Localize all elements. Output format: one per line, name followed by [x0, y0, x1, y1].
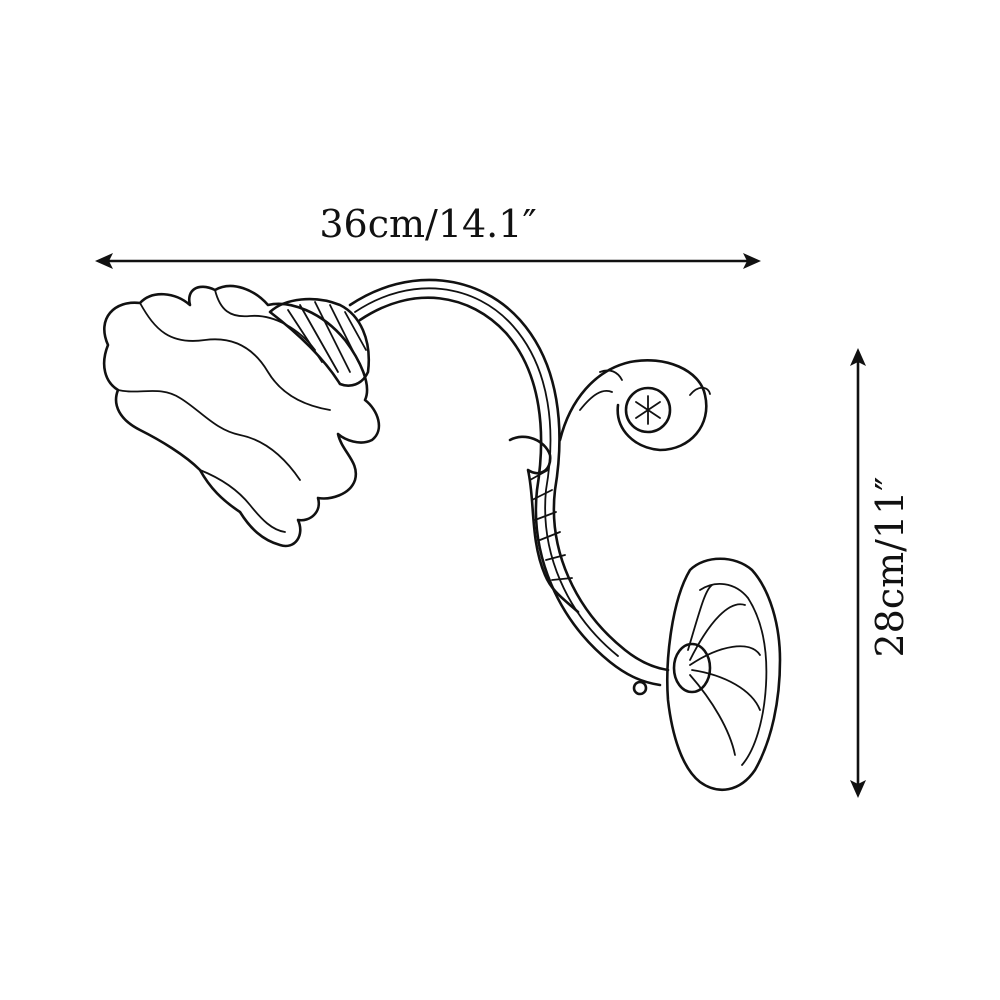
curved-arm — [348, 278, 670, 687]
wall-plate-petals — [687, 584, 761, 756]
shade-petal-edge-2 — [117, 389, 301, 481]
height-dimension: 28cm/11″ — [850, 348, 912, 798]
wall-plate — [632, 557, 782, 791]
arm-curve-mid — [354, 287, 619, 657]
mounting-knob — [632, 680, 648, 696]
wall-plate-boss — [672, 642, 712, 694]
shade-petal-edge-4 — [199, 469, 286, 533]
width-dimension: 36cm/14.1″ — [95, 202, 761, 269]
width-arrow-right — [743, 253, 761, 269]
arm-curve-inner — [358, 296, 662, 687]
height-arrow-top — [850, 348, 866, 366]
holder-ribs — [287, 301, 367, 373]
shade-outline — [102, 284, 381, 548]
scroll-flourish — [579, 369, 711, 411]
width-arrow-left — [95, 253, 113, 269]
height-arrow-bottom — [850, 780, 866, 798]
flower-shade — [102, 284, 381, 548]
shade-holder — [268, 297, 371, 387]
leaf-lower — [508, 435, 580, 614]
wall-plate-outline — [666, 557, 782, 791]
shade-petal-edge-1 — [139, 302, 331, 411]
scroll-outer — [558, 359, 708, 452]
scroll-ornament — [558, 359, 711, 452]
scroll-rosette — [624, 386, 672, 434]
wall-plate-inner — [699, 583, 768, 766]
scroll-rosette-star — [635, 395, 661, 425]
arm-curve-outer — [348, 278, 670, 672]
leaf-ornament — [508, 435, 580, 614]
height-label: 28cm/11″ — [868, 476, 912, 657]
shade-petal-edge-3 — [214, 289, 316, 351]
leaf-veins — [529, 469, 573, 581]
width-label: 36cm/14.1″ — [319, 202, 536, 246]
